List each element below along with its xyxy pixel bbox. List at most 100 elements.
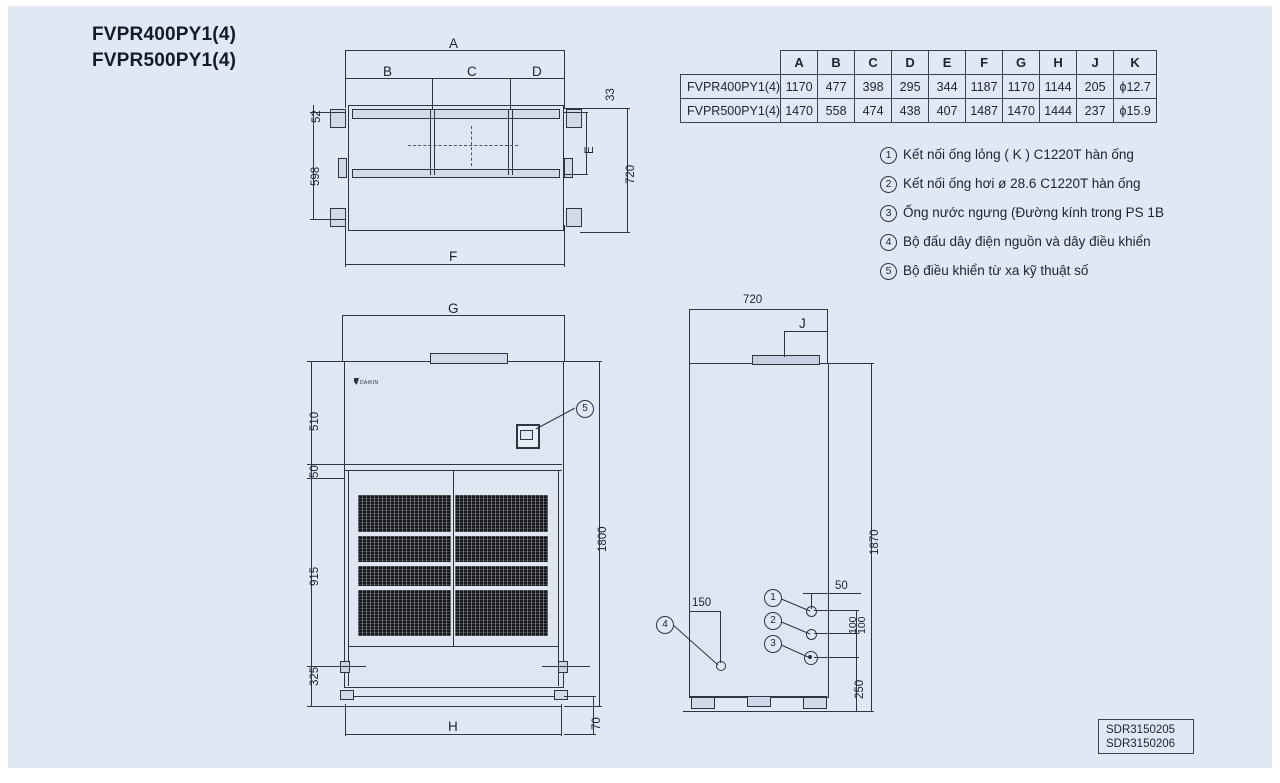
col-B: B xyxy=(817,50,856,75)
row-model-400: FVPR400PY1(4) xyxy=(679,74,782,99)
cell-400-E: 344 xyxy=(928,74,967,99)
top-view-divider-c2 xyxy=(512,109,513,175)
cell-500-H: 1444 xyxy=(1039,98,1078,123)
legend-number-5: 5 xyxy=(880,263,897,280)
col-F: F xyxy=(965,50,1004,75)
front-view-base-line-top xyxy=(344,696,562,697)
callout-bubble-4: 4 xyxy=(656,616,674,634)
front-view-grille-base-line xyxy=(348,646,558,647)
top-view-bracket-tr xyxy=(566,109,582,128)
dim-50-side-ext xyxy=(811,593,812,609)
dim-510-line xyxy=(311,361,312,464)
dim-F-ext-left xyxy=(345,225,346,267)
top-view-divider-b xyxy=(430,109,431,175)
front-view-post-center xyxy=(453,470,454,646)
legend-number-4: 4 xyxy=(880,234,897,251)
cell-500-D: 438 xyxy=(891,98,930,123)
dim-250-ext-top xyxy=(814,657,859,658)
col-A: A xyxy=(780,50,819,75)
grille-panel-r2c1 xyxy=(358,536,451,562)
dim-1800-ext-bottom xyxy=(564,706,602,707)
side-view-base-line-bot xyxy=(683,711,833,712)
side-view-callout-leaders xyxy=(671,597,811,666)
cell-500-E: 407 xyxy=(928,98,967,123)
top-view-divider-c xyxy=(508,109,509,175)
dim-1870-line xyxy=(871,363,872,711)
front-view-post-left xyxy=(348,470,349,686)
cell-500-J: 237 xyxy=(1076,98,1115,123)
dim-510-label: 510 xyxy=(309,411,321,431)
side-view-foot-left xyxy=(691,697,715,709)
side-view-top-cap xyxy=(752,355,820,365)
dim-E-ext-top xyxy=(564,112,588,113)
dim-F-label: F xyxy=(449,249,458,264)
dim-720-label: 720 xyxy=(625,164,637,184)
cell-500-A: 1470 xyxy=(780,98,819,123)
dim-F-ext-right xyxy=(564,225,565,267)
front-view-top-hatch xyxy=(430,353,508,364)
cell-500-F: 1487 xyxy=(965,98,1004,123)
top-view-bracket-bl xyxy=(330,208,346,227)
dim-720-line xyxy=(627,108,628,232)
cell-400-J: 205 xyxy=(1076,74,1115,99)
front-view-foot-right xyxy=(554,690,568,700)
dim-A-ext-right xyxy=(564,50,565,108)
drawing-code-1: SDR3150205 xyxy=(1106,724,1176,736)
dim-100b-line xyxy=(856,633,857,657)
table-row: FVPR500PY1(4) 1470 558 474 438 407 1487 … xyxy=(679,98,1158,123)
dim-1870-ext-bottom xyxy=(828,711,874,712)
port-3-center-dot xyxy=(808,655,812,659)
front-view-bolt-right xyxy=(558,661,568,673)
front-view-panel-divider-top xyxy=(344,464,562,465)
dim-50-label: 50 xyxy=(309,465,321,478)
grille-panel-r1c2 xyxy=(455,495,548,532)
dim-50-ext xyxy=(307,478,345,479)
dim-J-label: J xyxy=(799,316,806,331)
cell-400-K: ϕ12.7 xyxy=(1113,74,1158,99)
dim-BCD-line xyxy=(345,78,565,79)
dim-915-line xyxy=(311,478,312,666)
dim-720-side-ext-right xyxy=(827,309,828,363)
side-view-cabinet-outline xyxy=(689,363,829,698)
col-C: C xyxy=(854,50,893,75)
legend-number-1: 1 xyxy=(880,147,897,164)
grille-panel-r4c2 xyxy=(455,590,548,636)
legend-text-5: Bộ điều khiển từ xa kỹ thuật số xyxy=(903,263,1089,278)
daikin-logo-mark xyxy=(354,378,359,385)
port-4-electrical xyxy=(716,661,726,671)
dim-J-line xyxy=(784,331,827,332)
drawing-code-2: SDR3150206 xyxy=(1106,738,1176,750)
dim-E-line xyxy=(586,112,587,174)
front-view-base-line-bot xyxy=(344,706,562,707)
dim-150-label: 150 xyxy=(692,597,712,609)
cell-400-G: 1170 xyxy=(1002,74,1041,99)
dim-915-ext-bottom xyxy=(307,666,345,667)
dim-598-line xyxy=(313,112,314,219)
daikin-logo: DAIKIN xyxy=(360,380,379,386)
dim-100b-label: 100 xyxy=(856,616,868,634)
dim-1800-line xyxy=(599,361,600,706)
callout-bubble-2: 2 xyxy=(764,612,782,630)
callout-bubble-1: 1 xyxy=(764,589,782,607)
top-view-handle-left xyxy=(338,158,347,178)
legend-text-1: Kết nối ống lỏng ( K ) C1220T hàn ống xyxy=(903,147,1134,162)
cell-400-D: 295 xyxy=(891,74,930,99)
drawing-code-box: SDR3150205 SDR3150206 xyxy=(1098,719,1194,754)
dim-D-label: D xyxy=(532,64,542,79)
cell-400-B: 477 xyxy=(817,74,856,99)
dim-50-line xyxy=(311,464,312,478)
remote-controller-screen xyxy=(520,430,533,440)
dim-E-ext-bottom xyxy=(564,174,588,175)
cell-500-B: 558 xyxy=(817,98,856,123)
dim-70-ext-top xyxy=(564,696,596,697)
dim-720-side-line xyxy=(689,309,827,310)
dim-598-ext-bottom xyxy=(310,219,346,220)
dim-H-ext-left xyxy=(345,704,346,736)
dim-G-line xyxy=(342,315,564,316)
col-G: G xyxy=(1002,50,1041,75)
top-view-top-rail xyxy=(352,109,560,119)
front-view-bolt-left xyxy=(340,661,350,673)
col-D: D xyxy=(891,50,930,75)
